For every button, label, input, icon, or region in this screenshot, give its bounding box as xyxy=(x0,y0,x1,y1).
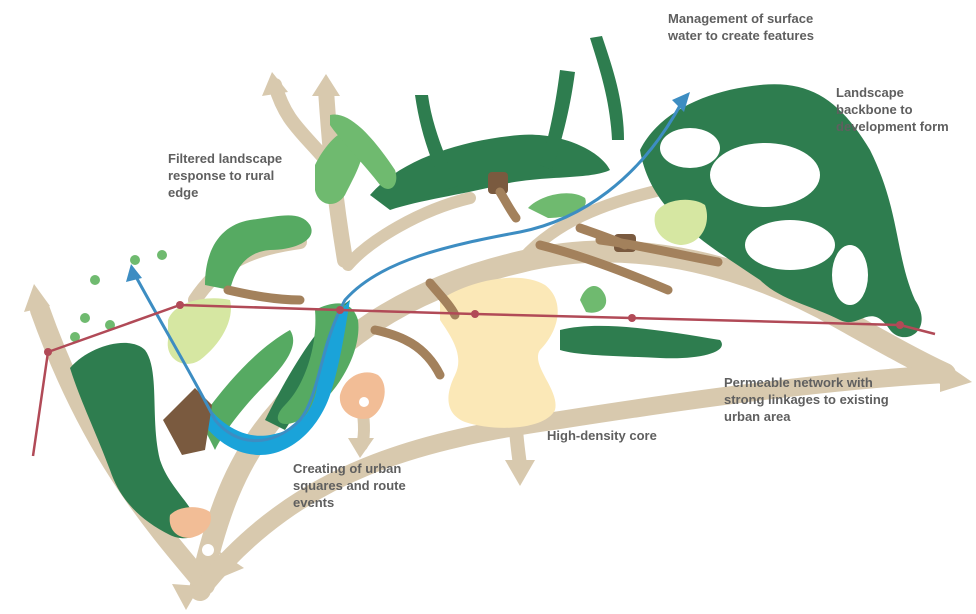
parcel-east xyxy=(655,200,707,245)
tan-link-core xyxy=(375,330,440,375)
label-urban-squares: Creating of urban squares and route even… xyxy=(293,460,406,511)
label-line: Filtered landscape xyxy=(168,150,282,167)
label-line: strong linkages to existing xyxy=(724,391,889,408)
central-link-road xyxy=(348,198,470,265)
route-node xyxy=(896,321,904,329)
pocket-green-east xyxy=(580,286,606,313)
route-node xyxy=(44,348,52,356)
northwest-spur-road xyxy=(275,85,326,160)
label-line: Creating of urban xyxy=(293,460,406,477)
label-line: edge xyxy=(168,184,282,201)
label-landscape-backbone: Landscape backbone to development form xyxy=(836,84,949,135)
arrow-south-core-icon xyxy=(505,460,535,486)
opening-d xyxy=(832,245,868,305)
label-line: urban area xyxy=(724,408,889,425)
label-line: High-density core xyxy=(547,427,657,444)
route-node xyxy=(471,310,479,318)
arrow-south-square-icon xyxy=(348,438,374,458)
label-line: Landscape xyxy=(836,84,949,101)
arrow-north-icon xyxy=(312,74,340,96)
urban-square-central-node xyxy=(359,397,369,407)
label-filtered-landscape: Filtered landscape response to rural edg… xyxy=(168,150,282,201)
label-line: Permeable network with xyxy=(724,374,889,391)
label-permeable-network: Permeable network with strong linkages t… xyxy=(724,374,889,425)
arrow-east-icon xyxy=(940,360,972,392)
tree-dot xyxy=(130,255,140,265)
tan-link-west xyxy=(228,290,300,300)
water-arrow-head-west-icon xyxy=(126,264,142,282)
backbone-east-strip xyxy=(560,326,722,358)
label-line: development form xyxy=(836,118,949,135)
label-line: Management of surface xyxy=(668,10,814,27)
tree-dot xyxy=(80,313,90,323)
urban-square-central xyxy=(340,372,385,419)
label-line: backbone to xyxy=(836,101,949,118)
label-line: water to create features xyxy=(668,27,814,44)
route-node xyxy=(176,301,184,309)
opening-b xyxy=(745,220,835,270)
label-line: squares and route xyxy=(293,477,406,494)
route-node xyxy=(336,306,344,314)
backbone-north-finger-c xyxy=(590,36,624,140)
arrow-northwest-icon xyxy=(262,72,288,96)
tree-dot xyxy=(157,250,167,260)
urban-square-south-node xyxy=(202,544,214,556)
route-node xyxy=(628,314,636,322)
opening-c xyxy=(660,128,720,168)
opening-a xyxy=(710,143,820,207)
tree-dot xyxy=(90,275,100,285)
parcel-west xyxy=(168,298,231,364)
label-line: response to rural xyxy=(168,167,282,184)
label-surface-water: Management of surface water to create fe… xyxy=(668,10,814,44)
label-high-density-core: High-density core xyxy=(547,427,657,444)
high-density-core-zone xyxy=(440,278,558,428)
label-line: events xyxy=(293,494,406,511)
tan-link-north xyxy=(500,192,516,218)
